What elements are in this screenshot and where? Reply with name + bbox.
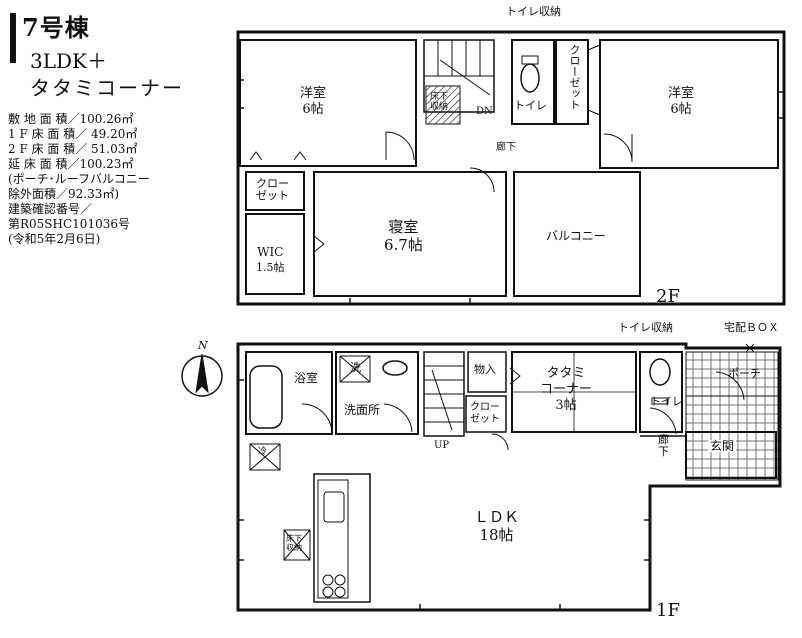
floor-2-label: 2F [656,286,680,307]
floor-1-plan [236,342,782,612]
1f-storage-label: 物入 [474,363,496,376]
floor-1-label: 1F [656,600,680,621]
1f-up-label: UP [434,440,450,451]
spec-total-area: 延 床 面 積／100.23㎡ [8,157,134,171]
1f-wash-label: 洗 [350,361,361,374]
layout-subtitle: タタミコーナー [30,76,184,100]
floor-2-plan [236,30,786,306]
1f-entrance-label: 玄関 [708,439,737,453]
1f-hall-label: 廊下 [658,433,669,458]
2f-hall-label: 廊下 [496,142,516,153]
1f-toilet-label: トイレ [650,395,683,408]
1f-bath-label: 浴室 [294,371,319,385]
compass-icon [181,353,223,397]
2f-dn-label: DN [476,106,493,117]
spec-note-1: (ポーチ･ルーフバルコニー [8,172,150,186]
spec-permit-number: 第R05SHC101036号 [8,217,130,231]
2f-vertical-closet-label: クローゼット [568,44,581,110]
2f-floor-storage-label: 床下収納 [430,92,449,112]
spec-permit-date: (令和5年2月6日) [8,232,101,246]
building-title: 7号棟 [22,13,90,42]
layout-type: 3LDK＋ [30,49,107,73]
1f-toilet-storage-label: トイレ収納 [618,321,673,334]
1f-porch-label: ポーチ [728,367,761,380]
1f-delivery-box-label: 宅配ＢＯＸ [724,321,779,334]
2f-toilet-label: トイレ [514,99,547,112]
spec-site-area: 敷 地 面 積／100.26㎡ [8,112,134,126]
spec-note-2: 除外面積／92.33㎡) [8,187,120,201]
1f-washroom-label: 洗面所 [344,403,381,417]
2f-toilet-storage-label: トイレ収納 [506,5,561,18]
spec-2f-area: 2 F 床 面 積／ 51.03㎡ [8,142,138,156]
spec-1f-area: 1 F 床 面 積／ 49.20㎡ [8,127,138,141]
compass-north-label: N [198,339,208,352]
1f-fridge-label: 冷 [258,447,268,457]
title-bar [10,13,16,63]
spec-permit-label: 建築確認番号／ [8,202,93,216]
2f-balcony-label: バルコニー [546,229,606,243]
1f-floor-storage-label: 床下収納 [286,534,302,552]
2f-closet-label: クローゼット [256,177,289,202]
1f-closet-label: クローゼット [470,402,500,425]
